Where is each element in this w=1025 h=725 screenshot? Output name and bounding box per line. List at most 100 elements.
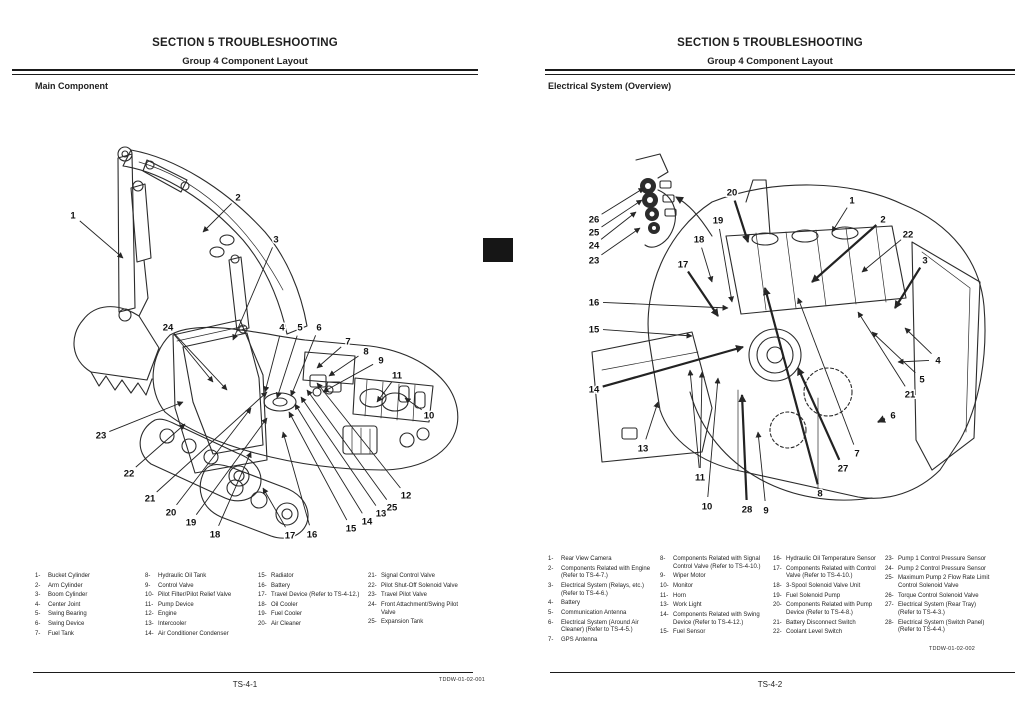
callout-leader-28 xyxy=(738,394,748,501)
part-item: 21-Signal Control Valve xyxy=(368,573,435,579)
callout-label-23: 23 xyxy=(589,256,600,267)
callout-label-20: 20 xyxy=(727,188,738,199)
part-item: 11-Horn xyxy=(660,592,687,599)
part-item: 19-Fuel Cooler xyxy=(258,611,303,618)
callout-label-4: 4 xyxy=(279,323,285,334)
callout-leader-4 xyxy=(904,327,932,355)
callout-label-7: 7 xyxy=(854,449,859,460)
part-item: 24-Front Attachment/Swing Pilot Valve xyxy=(368,601,459,616)
callout-label-8: 8 xyxy=(817,489,822,500)
callout-label-26: 26 xyxy=(589,215,600,226)
section-title: SECTION 5 TROUBLESHOOTING xyxy=(677,37,863,49)
callout-leader-14 xyxy=(602,345,744,388)
part-item: 5-Communication Antenna xyxy=(548,609,627,616)
callout-label-19: 19 xyxy=(186,518,197,529)
part-item: 25-Expansion Tank xyxy=(368,619,424,626)
callout-label-18: 18 xyxy=(210,530,221,541)
callout-leader-21 xyxy=(857,311,906,387)
part-item: 5-Swing Bearing xyxy=(35,611,87,618)
callout-leader-5 xyxy=(275,335,298,399)
callout-label-9: 9 xyxy=(378,356,383,367)
callout-leader-25 xyxy=(306,389,388,500)
callout-label-16: 16 xyxy=(307,530,318,541)
callout-label-4: 4 xyxy=(935,356,941,367)
callout-label-25: 25 xyxy=(387,503,398,514)
callout-leader-20 xyxy=(176,407,252,506)
callout-label-2: 2 xyxy=(235,193,240,204)
part-item: 13-Intercooler xyxy=(145,620,187,627)
callout-leader-11 xyxy=(687,369,700,469)
part-item: 28-Electrical System (Switch Panel) (Ref… xyxy=(885,619,985,634)
part-item: 2-Arm Cylinder xyxy=(35,582,83,589)
callout-leader-24 xyxy=(600,211,637,240)
header-rule xyxy=(545,69,1015,75)
callout-label-17: 17 xyxy=(285,531,296,542)
callout-leader-1 xyxy=(79,220,124,259)
callout-label-3: 3 xyxy=(273,235,278,246)
callout-leader-16 xyxy=(602,301,729,311)
part-item: 16-Battery xyxy=(258,582,291,589)
callout-label-17: 17 xyxy=(678,260,689,271)
callout-leader-10 xyxy=(707,377,721,498)
callout-leader-19 xyxy=(195,417,268,515)
section-title: SECTION 5 TROUBLESHOOTING xyxy=(152,37,338,49)
part-item: 18-3-Spool Solenoid Valve Unit xyxy=(773,582,861,589)
callout-label-22: 22 xyxy=(124,469,135,480)
callout-leader-11 xyxy=(698,371,705,469)
callout-leader-5 xyxy=(871,331,916,374)
callout-leader-3 xyxy=(232,247,273,341)
callout-label-1: 1 xyxy=(70,211,76,222)
callout-leader-3 xyxy=(894,267,922,309)
part-item: 1-Rear View Camera xyxy=(548,556,612,562)
callout-leader-19 xyxy=(719,228,735,303)
parts-column-2: 8-Components Related with Signal Control… xyxy=(660,556,766,639)
part-item: 27-Electrical System (Rear Tray) (Refer … xyxy=(885,602,977,616)
page-subtitle: Electrical System (Overview) xyxy=(548,81,672,91)
part-item: 19-Fuel Solenoid Pump xyxy=(773,592,841,599)
callout-label-16: 16 xyxy=(589,298,600,309)
part-item: 1-Bucket Cylinder xyxy=(35,573,91,579)
callout-label-3: 3 xyxy=(922,256,927,267)
part-item: 10-Pilot Filter/Pilot Relief Valve xyxy=(145,592,232,599)
part-item: 21-Battery Disconnect Switch xyxy=(773,619,856,626)
callout-leader-17 xyxy=(262,487,286,528)
part-item: 18-Oil Cooler xyxy=(258,601,298,608)
part-item: 6-Electrical System (Around Air Cleaner)… xyxy=(548,619,639,634)
group-title: Group 4 Component Layout xyxy=(707,56,833,67)
part-item: 3-Boom Cylinder xyxy=(35,592,88,599)
part-item: 15-Fuel Sensor xyxy=(660,629,706,636)
part-item: 2-Components Related with Engine (Refer … xyxy=(548,565,651,580)
callout-leader-2 xyxy=(202,203,232,233)
part-item: 12-Engine xyxy=(145,611,177,618)
callout-leader-27 xyxy=(796,367,841,461)
part-item: 13-Work Light xyxy=(660,602,702,609)
callout-label-11: 11 xyxy=(392,371,403,382)
callout-leader-23 xyxy=(601,227,641,256)
part-item: 8-Components Related with Signal Control… xyxy=(660,556,761,570)
callout-leader-18 xyxy=(701,247,714,283)
part-item: 23-Travel Pilot Valve xyxy=(368,592,428,599)
callout-label-10: 10 xyxy=(424,411,435,422)
excavator-rear-line-art xyxy=(591,153,986,501)
callout-leader-4 xyxy=(263,335,281,393)
callout-leader-6 xyxy=(877,415,887,423)
part-item: 15-Radiator xyxy=(258,573,294,579)
callout-leader-1 xyxy=(831,207,848,233)
part-item: 23-Pump 1 Control Pressure Sensor xyxy=(885,556,987,562)
callout-leader-13 xyxy=(645,401,660,440)
callout-label-5: 5 xyxy=(919,375,925,386)
part-item: 16-Hydraulic Oil Temperature Sensor xyxy=(773,556,876,562)
part-item: 10-Monitor xyxy=(660,582,694,589)
callout-leader-8 xyxy=(762,287,819,485)
callout-label-21: 21 xyxy=(905,390,916,401)
callout-label-13: 13 xyxy=(376,509,387,520)
callout-label-6: 6 xyxy=(316,323,321,334)
callout-label-1: 1 xyxy=(849,196,855,207)
part-item: 7-GPS Antenna xyxy=(548,636,598,643)
callout-leader-17 xyxy=(687,270,719,317)
